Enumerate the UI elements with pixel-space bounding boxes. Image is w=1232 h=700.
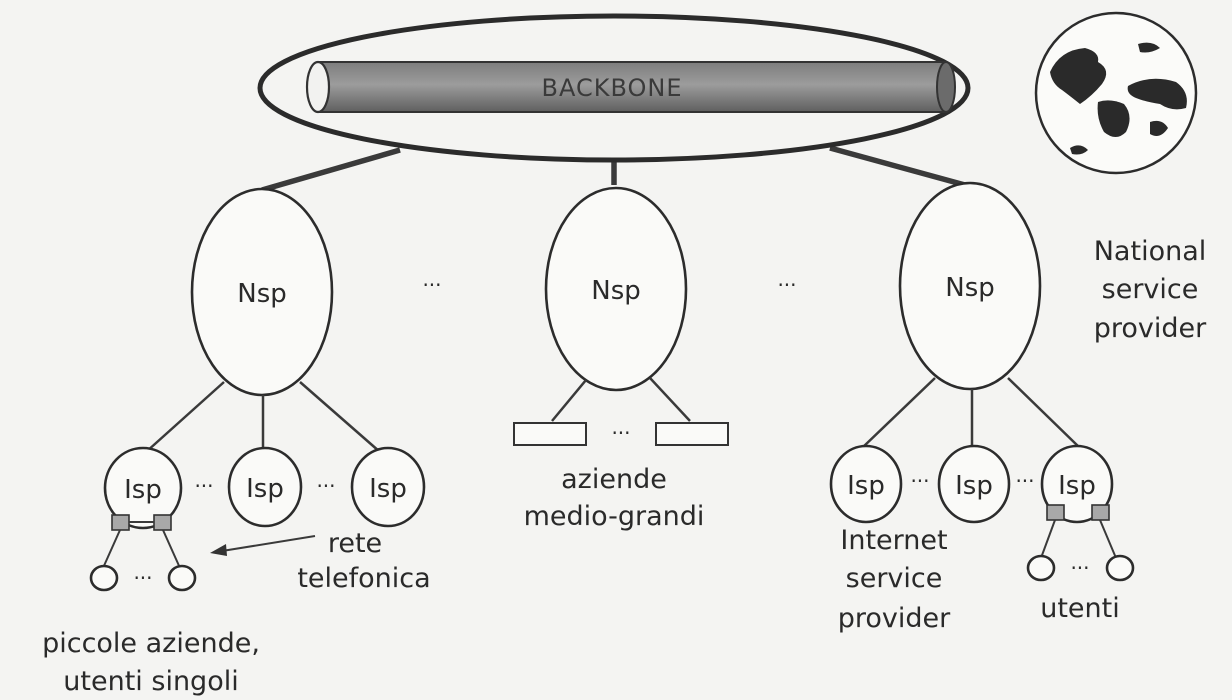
small-users-network-left: ··· bbox=[89, 514, 197, 592]
company-box bbox=[513, 422, 587, 446]
nsp-node-right: Nsp bbox=[898, 181, 1042, 391]
user-node bbox=[167, 564, 197, 592]
link-nsp-azienda-2 bbox=[649, 377, 691, 422]
backbone-pipe: BACKBONE bbox=[305, 60, 956, 114]
link-nsp-isp-right-1 bbox=[861, 377, 936, 449]
ellipsis-isp-right-2: ··· bbox=[1015, 469, 1034, 493]
modem-square bbox=[111, 514, 130, 531]
svg-text:···: ··· bbox=[133, 566, 152, 590]
link-backbone-nsp-left bbox=[261, 147, 401, 193]
svg-text:National: National bbox=[1094, 236, 1207, 267]
svg-text:piccole aziende,: piccole aziende, bbox=[42, 628, 260, 659]
isp-node-left-2: Isp bbox=[227, 446, 303, 528]
svg-text:Isp: Isp bbox=[847, 471, 885, 501]
arrow-head-icon bbox=[210, 544, 227, 556]
svg-text:service: service bbox=[846, 563, 943, 594]
nsp-node-center: Nsp bbox=[544, 186, 688, 392]
svg-text:medio-grandi: medio-grandi bbox=[524, 501, 705, 532]
isp-node-left-3: Isp bbox=[350, 446, 426, 528]
backbone-ring bbox=[257, 13, 971, 163]
svg-text:utenti singoli: utenti singoli bbox=[63, 666, 238, 697]
svg-text:service: service bbox=[1102, 274, 1199, 305]
nsp-node-left: Nsp bbox=[190, 187, 334, 397]
company-box bbox=[655, 422, 729, 446]
ellipsis-nsp-2: ··· bbox=[777, 273, 796, 297]
svg-text:Isp: Isp bbox=[955, 471, 993, 501]
svg-text:telefonica: telefonica bbox=[297, 563, 430, 594]
isp-node-left-1: Isp bbox=[103, 446, 183, 530]
svg-text:Internet: Internet bbox=[840, 525, 947, 556]
svg-text:···: ··· bbox=[1070, 556, 1089, 580]
backbone: BACKBONE bbox=[257, 13, 971, 193]
user-node bbox=[1105, 554, 1135, 582]
nsp-label: Nsp bbox=[237, 279, 287, 309]
user-node bbox=[89, 564, 119, 592]
svg-text:aziende: aziende bbox=[561, 464, 667, 495]
ellipsis-isp-left-2: ··· bbox=[316, 474, 335, 498]
modem-square bbox=[1046, 504, 1065, 521]
piccole-aziende-label: piccole aziende, utenti singoli bbox=[42, 628, 260, 697]
svg-text:provider: provider bbox=[838, 603, 951, 634]
internet-service-provider-label: Internet service provider bbox=[838, 525, 951, 634]
aziende-medio-grandi-label: aziende medio-grandi bbox=[524, 464, 705, 532]
modem-square bbox=[1091, 504, 1110, 521]
ellipsis-companies: ··· bbox=[611, 421, 630, 445]
ellipsis-isp-right-1: ··· bbox=[910, 469, 929, 493]
utenti-label: utenti bbox=[1040, 593, 1120, 624]
svg-text:Isp: Isp bbox=[1058, 471, 1096, 501]
link-nsp-isp-right-3 bbox=[1007, 377, 1081, 449]
link-backbone-nsp-right bbox=[829, 145, 966, 188]
rete-telefonica-annotation: rete telefonica bbox=[210, 528, 431, 594]
link-nsp-azienda-1 bbox=[551, 379, 587, 422]
globe-icon bbox=[1034, 11, 1198, 175]
link-nsp-isp-left-1 bbox=[145, 381, 225, 453]
national-service-provider-label: National service provider bbox=[1094, 236, 1207, 344]
ellipsis-isp-left-1: ··· bbox=[194, 474, 213, 498]
svg-text:Isp: Isp bbox=[369, 474, 407, 504]
link-nsp-isp-left-3 bbox=[299, 381, 381, 453]
svg-text:provider: provider bbox=[1094, 313, 1207, 344]
ellipsis-nsp-1: ··· bbox=[422, 273, 441, 297]
svg-text:rete: rete bbox=[328, 528, 382, 559]
backbone-label: BACKBONE bbox=[541, 74, 682, 102]
user-node bbox=[1026, 554, 1056, 582]
isp-node-right-1: Isp bbox=[829, 444, 903, 524]
nsp-label: Nsp bbox=[591, 276, 641, 306]
modem-square bbox=[153, 514, 172, 531]
isp-node-right-3: Isp bbox=[1040, 444, 1114, 524]
svg-text:Isp: Isp bbox=[246, 474, 284, 504]
nsp-label: Nsp bbox=[945, 273, 995, 303]
small-users-network-right: ··· bbox=[1026, 504, 1135, 582]
isp-node-right-2: Isp bbox=[937, 444, 1011, 524]
svg-text:Isp: Isp bbox=[124, 475, 162, 505]
